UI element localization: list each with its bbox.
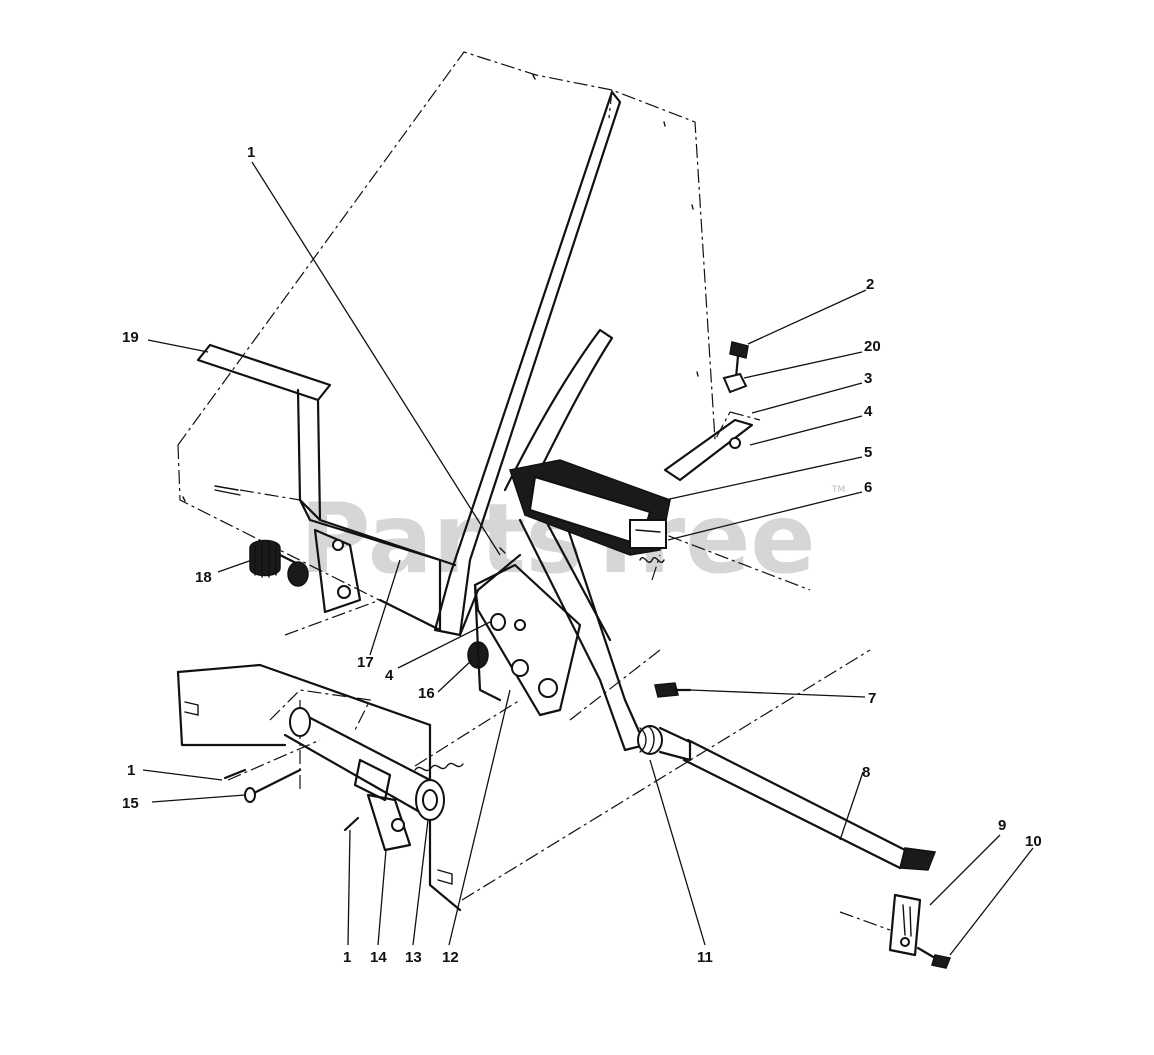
callout-4-center: 4 bbox=[385, 667, 394, 684]
bolt-2 bbox=[729, 341, 749, 380]
chassis-outline bbox=[177, 51, 891, 931]
rod-8 bbox=[682, 738, 937, 871]
callout-18: 18 bbox=[195, 569, 212, 586]
callout-1-left: 1 bbox=[127, 762, 135, 779]
callout-8: 8 bbox=[862, 764, 870, 781]
brake-lever bbox=[503, 328, 647, 752]
callout-1-bottom: 1 bbox=[343, 949, 351, 966]
bolt-10 bbox=[916, 946, 952, 969]
callout-12: 12 bbox=[442, 949, 459, 966]
left-clevis-bracket bbox=[313, 528, 362, 614]
bushing-16 bbox=[467, 613, 506, 669]
bolt-7 bbox=[654, 682, 692, 698]
callout-19: 19 bbox=[122, 329, 139, 346]
link-plate-12 bbox=[473, 563, 582, 717]
hardware-marks bbox=[182, 74, 699, 554]
nut-20 bbox=[722, 372, 748, 394]
clevis-9 bbox=[888, 893, 922, 957]
callout-6: 6 bbox=[864, 479, 872, 496]
callout-11: 11 bbox=[697, 949, 713, 966]
callout-17: 17 bbox=[357, 654, 374, 671]
callout-20: 20 bbox=[864, 338, 881, 355]
extension-spring bbox=[414, 762, 464, 772]
callout-2: 2 bbox=[866, 276, 874, 293]
callout-9: 9 bbox=[998, 817, 1006, 834]
lower-link-14 bbox=[366, 793, 412, 852]
cotter-pin-lower bbox=[343, 816, 360, 832]
callout-14: 14 bbox=[370, 949, 387, 966]
callout-labels: 1 2 20 3 4 5 6 19 18 17 4 16 7 1 15 8 9 … bbox=[122, 144, 1042, 966]
callout-10: 10 bbox=[1025, 833, 1042, 850]
pedal-pad bbox=[509, 459, 671, 556]
callout-13: 13 bbox=[405, 949, 422, 966]
callout-3: 3 bbox=[864, 370, 872, 387]
callout-16: 16 bbox=[418, 685, 435, 702]
left-bracket-19 bbox=[196, 343, 457, 632]
cross-shaft bbox=[283, 707, 445, 821]
callout-4-right: 4 bbox=[864, 403, 873, 420]
leader-lines bbox=[142, 161, 1034, 956]
cotter-pin-upper bbox=[223, 768, 247, 780]
pedal-arm-plate bbox=[433, 90, 622, 637]
callout-5: 5 bbox=[864, 444, 872, 461]
watermark-trademark: TM bbox=[831, 485, 845, 495]
base-plate bbox=[176, 663, 462, 912]
mounting-bracket bbox=[663, 418, 754, 482]
callout-1-top: 1 bbox=[247, 144, 255, 161]
small-spring-6 bbox=[639, 557, 665, 563]
spring-bushing-11 bbox=[637, 725, 692, 762]
clevis-pin-15 bbox=[244, 768, 302, 803]
bushing-left bbox=[287, 561, 309, 587]
callout-7: 7 bbox=[868, 690, 876, 707]
callout-15: 15 bbox=[122, 795, 139, 812]
